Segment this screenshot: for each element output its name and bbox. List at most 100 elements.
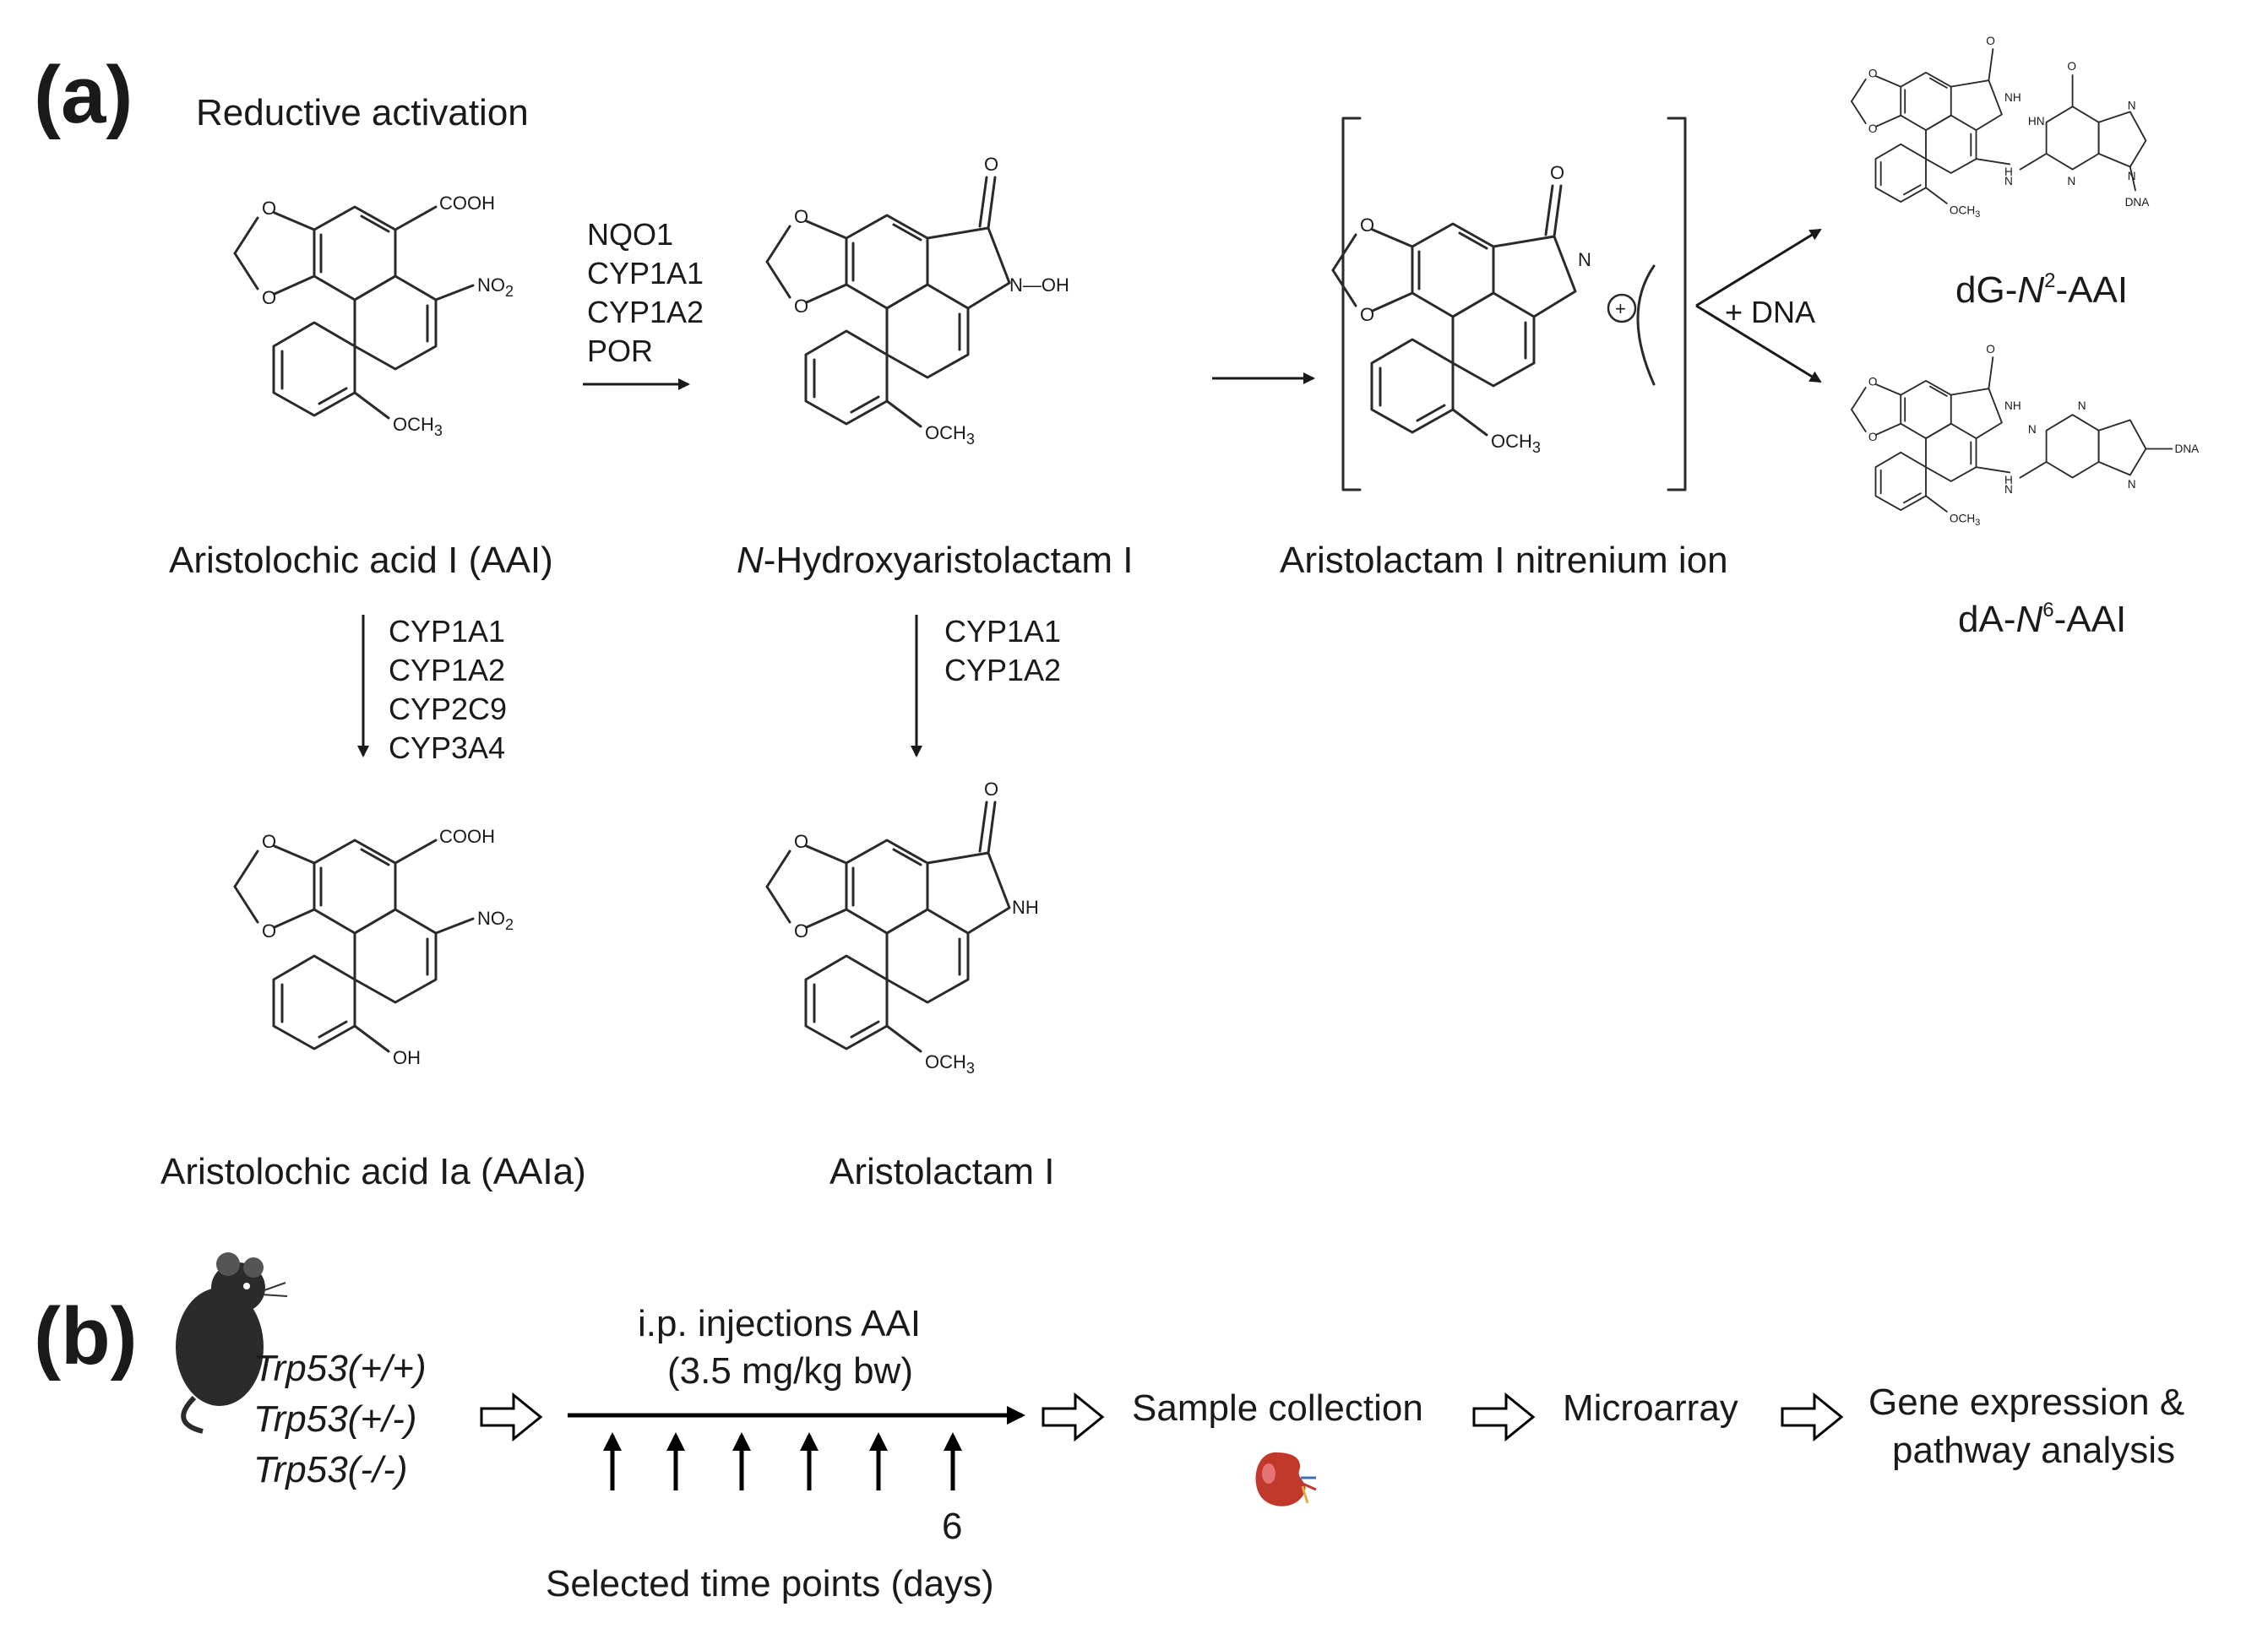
svg-text:HN: HN [2028,115,2045,128]
da-adduct-structure: O O O NH H N N N N DNA OCH3 [1851,343,2200,528]
dg-adduct-name: dG-N2-AAI [1955,269,2128,311]
svg-text:O: O [262,920,276,942]
aaia-structure: O O COOH NO2 OH [233,826,514,1068]
svg-text:O: O [262,831,276,852]
svg-text:N: N [2004,175,2013,187]
n-hydroxyaristolactam-name: N-Hydroxyaristolactam I [737,540,1133,581]
svg-text:(3.5 mg/kg bw): (3.5 mg/kg bw) [667,1350,913,1392]
step-sample-collection: Sample collection [1132,1387,1423,1429]
svg-text:NH: NH [2004,91,2021,104]
svg-text:O: O [984,779,998,800]
flow-arrow-2 [1042,1392,1105,1442]
aristolactam-structure: O O O NH OCH3 [765,779,1039,1077]
svg-text:H: H [2004,166,2013,178]
svg-text:O: O [794,206,808,227]
svg-text:Selected time points (days): Selected time points (days) [546,1563,994,1604]
svg-text:6: 6 [942,1506,962,1547]
mouse-icon [176,1252,288,1434]
svg-text:Trp53(+/-): Trp53(+/-) [253,1398,417,1440]
svg-text:POR: POR [587,334,653,368]
injection-timeline: i.p. injections AAI (3.5 mg/kg bw) 6 Sel… [546,1303,1025,1604]
svg-text:CYP1A1: CYP1A1 [587,256,704,290]
svg-text:CYP1A1: CYP1A1 [389,614,505,649]
svg-text:CYP1A2: CYP1A2 [944,653,1061,687]
svg-text:O: O [2067,60,2076,73]
svg-text:CYP1A2: CYP1A2 [389,653,505,687]
svg-text:OH: OH [393,1047,421,1068]
n-hydroxyaristolactam-structure: O O O N—OH OCH3 [765,154,1069,448]
aristolactam-name: Aristolactam I [829,1151,1055,1192]
aai-structure: O O COOH NO2 OCH3 [233,193,514,439]
svg-text:CYP3A4: CYP3A4 [389,730,505,765]
svg-text:O: O [1868,375,1878,388]
nitrenium-name: Aristolactam I nitrenium ion [1280,540,1728,581]
svg-text:OCH3: OCH3 [1950,204,1981,220]
enzymes-top: NQO1 CYP1A1 CYP1A2 POR [587,217,704,368]
svg-text:N: N [2004,483,2013,496]
svg-text:O: O [1868,122,1878,135]
svg-text:O: O [262,287,276,308]
enzymes-left: CYP1A1 CYP1A2 CYP2C9 CYP3A4 [389,614,507,765]
svg-text:O: O [1868,431,1878,443]
svg-text:OCH3: OCH3 [1950,512,1981,528]
enzymes-mid: CYP1A1 CYP1A2 [944,614,1061,687]
svg-text:N: N [2128,478,2136,491]
svg-text:N: N [2028,423,2037,436]
svg-text:NO2: NO2 [477,908,514,933]
svg-text:H: H [2004,474,2013,486]
svg-text:COOH: COOH [439,193,495,214]
svg-text:+: + [1615,298,1626,319]
dg-adduct-structure: O O O NH H N O HN N N N DNA OCH3 [1851,35,2151,220]
svg-text:CYP1A1: CYP1A1 [944,614,1061,649]
svg-text:DNA: DNA [2175,442,2200,455]
step-microarray: Microarray [1563,1387,1738,1429]
svg-text:i.p. injections AAI: i.p. injections AAI [638,1303,921,1344]
svg-text:O: O [984,154,998,175]
svg-text:OCH3: OCH3 [1491,431,1541,456]
svg-text:NH: NH [2004,399,2021,412]
svg-text:NH: NH [1012,897,1039,918]
svg-text:OCH3: OCH3 [925,422,975,448]
svg-text:Trp53(+/+): Trp53(+/+) [253,1348,427,1389]
svg-text:+ DNA: + DNA [1725,295,1815,329]
svg-text:N: N [2128,99,2136,111]
svg-text:OCH3: OCH3 [393,414,443,439]
svg-text:O: O [1986,35,1995,47]
svg-text:CYP2C9: CYP2C9 [389,692,507,726]
flow-arrow-3 [1472,1392,1536,1442]
svg-text:O: O [794,296,808,317]
panel-a-label: (a) [34,50,133,140]
svg-text:DNA: DNA [2125,196,2151,209]
step-gene-expression-line2: pathway analysis [1892,1430,2175,1471]
da-adduct-name: dA-N6-AAI [1958,599,2126,640]
nitrenium-structure: O O O N OCH3 + [1331,117,1687,491]
genotype-list: Trp53(+/+) Trp53(+/-) Trp53(-/-) [253,1348,427,1490]
svg-text:NQO1: NQO1 [587,217,673,252]
kidney-icon [1255,1452,1317,1506]
svg-text:NO2: NO2 [477,274,514,300]
svg-text:OCH3: OCH3 [925,1051,975,1077]
svg-text:O: O [1868,67,1878,79]
svg-text:N: N [2078,399,2086,412]
svg-text:O: O [794,831,808,852]
svg-text:Trp53(-/-): Trp53(-/-) [253,1449,408,1490]
aai-name: Aristolochic acid I (AAI) [169,540,553,581]
svg-text:N: N [2067,175,2075,187]
svg-text:O: O [794,920,808,942]
step-gene-expression-line1: Gene expression & [1868,1382,2184,1423]
panel-b-label: (b) [34,1291,138,1382]
svg-text:O: O [1360,214,1374,236]
svg-text:O: O [1986,343,1995,356]
flow-arrow-4 [1781,1392,1844,1442]
svg-text:O: O [1360,304,1374,325]
panel-a-title: Reductive activation [196,92,529,133]
aaia-name: Aristolochic acid Ia (AAIa) [160,1151,586,1192]
flow-arrow-1 [480,1392,543,1442]
svg-text:O: O [262,198,276,219]
svg-text:CYP1A2: CYP1A2 [587,295,704,329]
dna-adduct-fork: + DNA [1695,228,1822,383]
svg-text:O: O [1550,162,1564,183]
svg-text:N—OH: N—OH [1009,274,1069,296]
